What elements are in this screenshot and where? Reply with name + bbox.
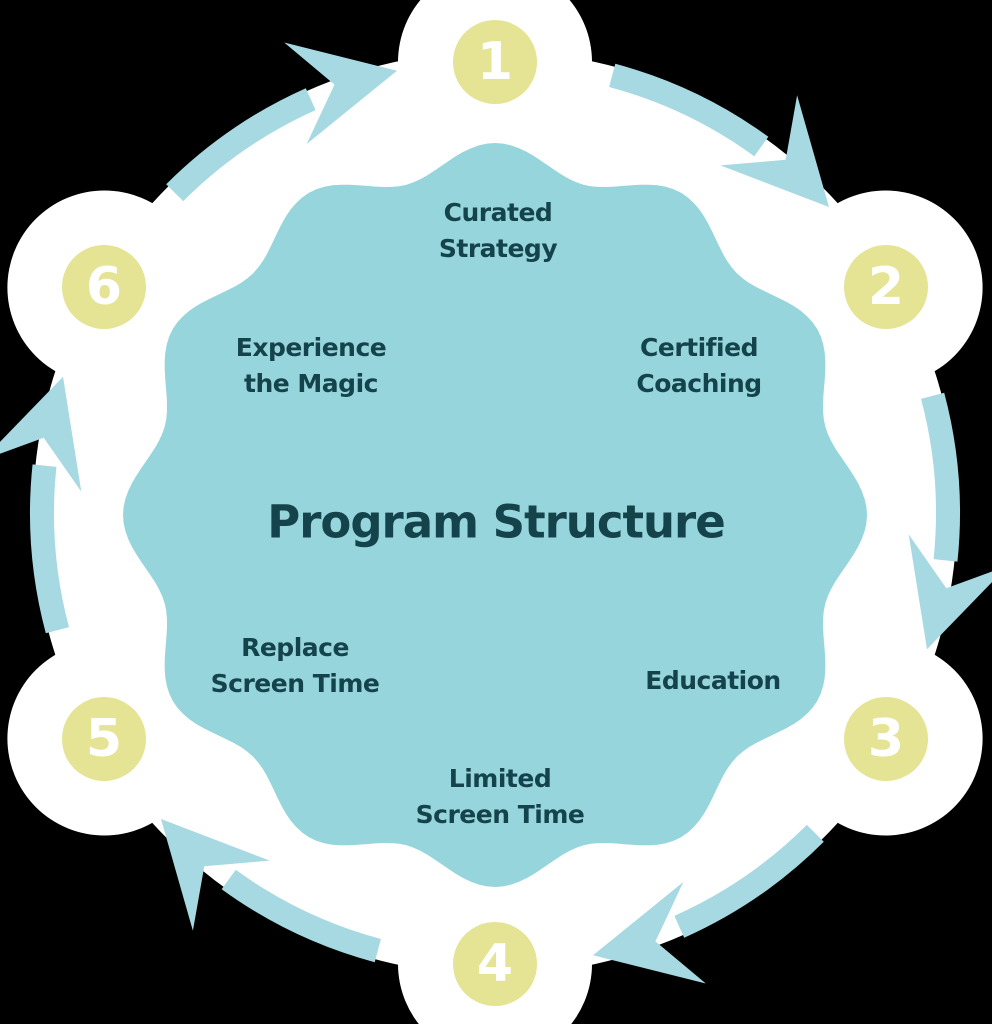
step-label-5: Replace Screen Time [210,632,380,698]
cycle-arrow-arc [166,88,316,202]
step-number: 5 [85,709,123,769]
cycle-arrow-arc [674,824,824,938]
step-number: 1 [476,32,514,92]
step-marker-4: 4 [453,922,537,1006]
cycle-arrow-head-icon [0,376,82,492]
step-marker-5: 5 [62,697,146,781]
step-label-4: Limited Screen Time [415,763,585,829]
cycle-arrow-head-icon [720,95,829,207]
cycle-arrow-arc [920,392,960,562]
cycle-arrow-head-icon [593,882,706,984]
cycle-arrows [0,42,992,984]
step-marker-2: 2 [844,245,928,329]
step-label-3: Education [645,665,781,695]
cycle-arrow-head-icon [908,534,992,650]
cycle-arrow-arc [221,869,381,963]
diagram-title: Program Structure [267,495,725,549]
step-marker-1: 1 [453,20,537,104]
step-label-6: Experience the Magic [235,332,387,398]
cycle-arrow-arc [609,63,769,157]
cycle-arrow-arc [30,464,70,634]
cycle-arrow-head-icon [161,819,270,931]
step-number: 4 [476,934,514,994]
scallop-shape [123,143,867,887]
step-number: 6 [85,257,123,317]
cycle-arrow-head-icon [284,42,397,144]
step-number: 3 [867,709,905,769]
step-number: 2 [867,257,905,317]
step-label-2: Certified Coaching [636,332,762,398]
step-marker-6: 6 [62,245,146,329]
step-label-1: Curated Strategy [438,197,558,263]
step-marker-3: 3 [844,697,928,781]
